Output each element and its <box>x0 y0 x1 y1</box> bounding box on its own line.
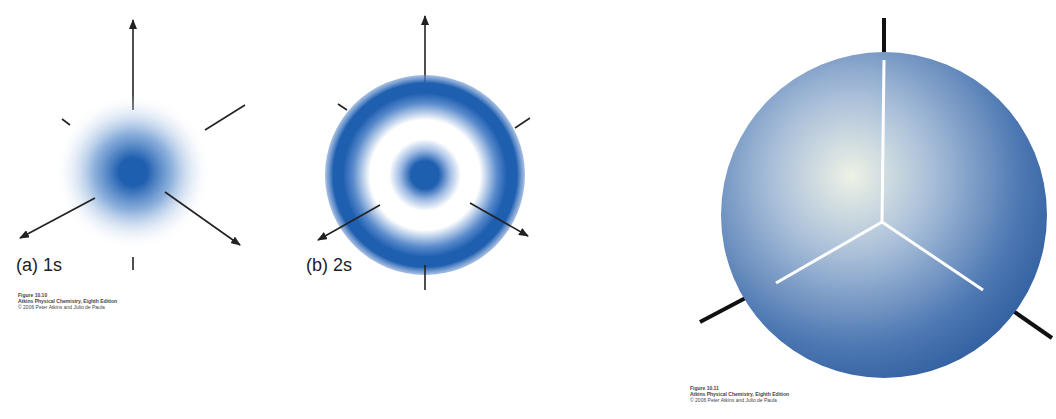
figure-number: Figure 10.11 <box>690 386 719 392</box>
panel-label: (a) 1s <box>16 255 62 276</box>
figure-source: Atkins Physical Chemistry, Eighth Editio… <box>690 392 789 398</box>
orbital-2s <box>318 16 530 290</box>
orbital-1s <box>20 20 245 270</box>
spherical-boundary-surface <box>700 18 1052 378</box>
copyright-note: © 2006 Peter Atkins and Julio de Paula <box>690 398 777 404</box>
figure-number: Figure 10.10 <box>18 293 47 299</box>
figure-source: Atkins Physical Chemistry, Eighth Editio… <box>18 299 117 305</box>
copyright-note: © 2006 Peter Atkins and Julio de Paula <box>18 305 105 311</box>
panel-label: (b) 2s <box>306 255 352 276</box>
